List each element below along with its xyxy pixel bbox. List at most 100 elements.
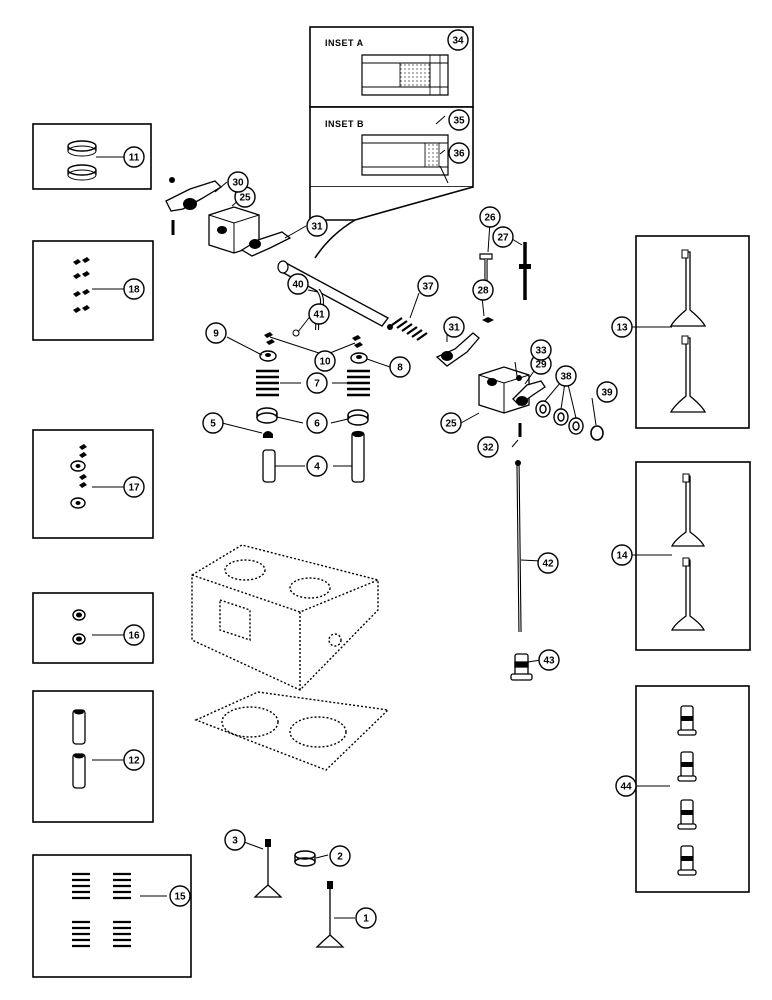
callout-circle [389, 356, 411, 378]
callout-33: 33 [530, 339, 552, 361]
callout-38: 38 [555, 365, 577, 387]
callout-36: 36 [448, 142, 470, 164]
callout-12: 12 [123, 749, 145, 771]
callout-label: 15 [174, 892, 186, 903]
callout-label: 14 [616, 551, 628, 562]
inset-panel: INSET A INSET B [309, 26, 474, 259]
inset-pointer [309, 186, 474, 221]
snap-ring-39 [590, 425, 604, 441]
callout-label: 34 [452, 36, 464, 47]
callout-circle [306, 215, 328, 237]
callout-label: 26 [484, 213, 496, 224]
callout-27: 27 [492, 226, 514, 248]
oring-41 [292, 329, 300, 337]
callout-label: 3 [232, 836, 238, 847]
callout-circle [472, 279, 494, 301]
kit-box-44 [635, 685, 750, 893]
callout-circle [169, 885, 191, 907]
callout-39: 39 [596, 381, 618, 403]
callout-7: 7 [306, 372, 328, 394]
callout-4: 4 [306, 455, 328, 477]
inset-a-title: INSET A [325, 38, 364, 48]
pushrod-42 [515, 460, 521, 632]
callout-41: 41 [308, 303, 330, 325]
rocker-arm-31-lower [437, 333, 479, 366]
callout-14: 14 [611, 544, 633, 566]
callout-circle [306, 412, 328, 434]
callout-label: 17 [128, 483, 140, 494]
callout-circle [611, 544, 633, 566]
callout-43: 43 [538, 649, 560, 671]
callout-label: 2 [337, 852, 343, 863]
valve-1 [317, 881, 343, 947]
kit-box-15 [32, 854, 192, 978]
callout-label: 31 [311, 222, 323, 233]
callout-circle [205, 322, 227, 344]
callout-circle [596, 381, 618, 403]
callout-9: 9 [205, 322, 227, 344]
callout-11: 11 [123, 146, 145, 168]
callout-label: 35 [453, 116, 465, 127]
callout-circle [224, 829, 246, 851]
callout-circle [287, 273, 309, 295]
callout-label: 7 [314, 379, 320, 390]
callout-1: 1 [355, 907, 377, 929]
callout-label: 6 [314, 419, 320, 430]
callout-42: 42 [537, 552, 559, 574]
callout-label: 12 [128, 756, 140, 767]
callout-circle [123, 278, 145, 300]
rocker-arm-31-upper [242, 232, 290, 256]
callout-circle [611, 316, 633, 338]
inset-b-tube [361, 134, 449, 176]
callout-label: 40 [292, 280, 304, 291]
kit-box-14 [635, 461, 751, 651]
callout-label: 11 [129, 153, 140, 164]
callout-31b: 31 [443, 316, 465, 338]
callout-circle [492, 226, 514, 248]
callout-8: 8 [389, 356, 411, 378]
callout-label: 9 [213, 329, 219, 340]
rocker-arm-29 [513, 375, 545, 406]
callout-label: 1 [363, 914, 369, 925]
callout-circle [615, 775, 637, 797]
callout-circle [355, 907, 377, 929]
callout-circle [443, 316, 465, 338]
valve-3 [255, 839, 281, 897]
rocker-arm-30 [166, 177, 221, 235]
callout-label: 36 [453, 149, 465, 160]
callout-37: 37 [417, 275, 439, 297]
callout-35: 35 [448, 109, 470, 131]
callout-3: 3 [224, 829, 246, 851]
callout-label: 33 [535, 346, 547, 357]
valve-springs-7 [256, 371, 370, 395]
callout-15: 15 [169, 885, 191, 907]
callout-circle [202, 412, 224, 434]
stud-27 [519, 242, 531, 300]
callout-circle [448, 109, 470, 131]
callout-circle [477, 436, 499, 458]
callout-circle [123, 146, 145, 168]
callout-label: 10 [319, 357, 331, 368]
callout-circle [329, 845, 351, 867]
callout-circle [227, 171, 249, 193]
callout-circle [306, 455, 328, 477]
callout-label: 39 [601, 388, 613, 399]
leader-lines [92, 115, 672, 919]
callout-10: 10 [314, 350, 336, 372]
callout-label: 32 [482, 443, 494, 454]
inset-b-title: INSET B [325, 119, 364, 129]
keepers-10 [264, 332, 363, 348]
callout-circle [314, 350, 336, 372]
callout-28: 28 [472, 279, 494, 301]
callout-circle [537, 552, 559, 574]
callout-label: 31 [448, 323, 460, 334]
seat-insert-2 [295, 851, 315, 866]
callout-44: 44 [615, 775, 637, 797]
callout-circle [123, 749, 145, 771]
callout-6: 6 [306, 412, 328, 434]
callout-17: 17 [123, 476, 145, 498]
callout-circle [479, 206, 501, 228]
callout-31a: 31 [306, 215, 328, 237]
